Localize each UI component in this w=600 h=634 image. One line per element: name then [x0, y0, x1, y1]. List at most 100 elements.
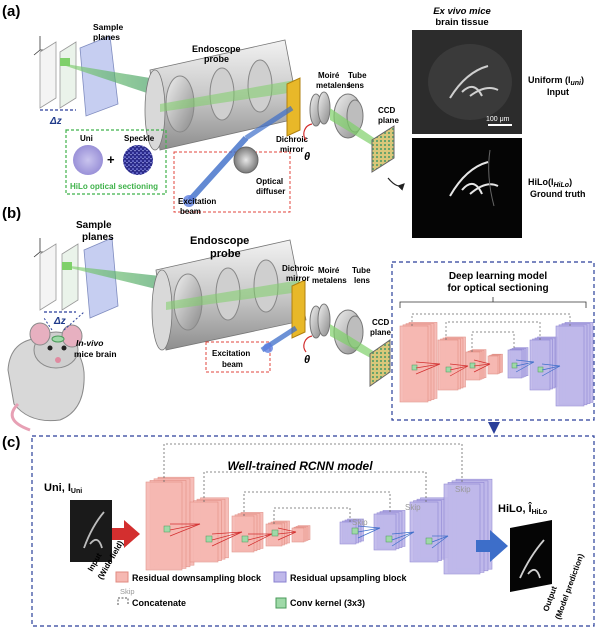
panel-b: (b) Sample planes Δz Endoscope probe Dic…	[2, 205, 595, 434]
dichroic-mirror	[291, 279, 306, 339]
kernel-line	[211, 531, 243, 535]
optical-diffuser	[233, 146, 259, 174]
moire-label-2: metalens	[316, 81, 351, 90]
kernel-line	[515, 359, 535, 363]
input-image	[70, 500, 112, 562]
kernel-line	[391, 531, 415, 541]
dl-title-1: Deep learning model	[449, 271, 548, 282]
kernel-line	[211, 531, 243, 541]
legend-conv-swatch	[275, 597, 287, 609]
endoscope-label-1: Endoscope	[192, 44, 241, 54]
conv-kernel	[537, 366, 544, 373]
hilo-output-label: HiLo, ÎHiLo	[498, 502, 547, 516]
tube-lens	[330, 93, 380, 150]
downsampling-block-2	[189, 497, 229, 563]
dichroic-mirror	[286, 77, 301, 137]
exvivo-title-1: Ex vivo mice	[433, 6, 491, 17]
exvivo-title-2: brain tissue	[435, 17, 488, 28]
conv-kernel	[205, 535, 213, 543]
ccd-label-2: plane	[378, 116, 399, 125]
upsampling-block-8	[409, 497, 449, 563]
hilo-label-2: Ground truth	[530, 189, 586, 199]
sample-planes-label-2: planes	[82, 232, 114, 243]
legend-conv-label: Conv kernel (3x3)	[290, 598, 365, 608]
mini-up-block-7	[555, 322, 594, 407]
ccd-plane	[369, 339, 391, 387]
input-arrow	[112, 520, 140, 548]
kernel-line	[277, 527, 297, 533]
sample-planes-label-1: Sample	[76, 220, 112, 231]
ccd-label-1: CCD	[378, 106, 396, 115]
legend-up-label: Residual upsampling block	[290, 573, 408, 583]
dz-label: Δz	[53, 316, 66, 327]
tube-lens-label-2: lens	[348, 81, 365, 90]
sample-planes-label-1: Sample	[93, 22, 124, 32]
kernel-line	[431, 535, 449, 549]
excitation-beam	[187, 135, 249, 203]
moire-label-2: metalens	[312, 276, 347, 285]
uni-label: Uni	[80, 134, 93, 143]
uni-input-label: Uni, IUni	[44, 482, 82, 495]
hilo-section-box	[65, 129, 167, 195]
kernel-line	[515, 361, 535, 367]
legend: Residual downsampling block Residual ups…	[115, 571, 408, 609]
mini-skip-connection	[471, 331, 515, 352]
endoscope-probe	[151, 239, 307, 351]
output-caption-2: (Model prediction)	[553, 552, 585, 621]
upsampling-block-7	[373, 510, 406, 551]
kernel-line	[431, 535, 449, 543]
skip-connection	[163, 443, 463, 484]
endoscope-label-2: probe	[204, 54, 229, 64]
output-image	[510, 520, 552, 592]
uniform-label-2: Input	[547, 87, 569, 97]
mouse-illustration	[7, 311, 85, 432]
conv-kernel	[511, 362, 518, 369]
legend-skip-label: Skip	[120, 587, 135, 596]
kernel-line	[357, 527, 381, 539]
kernel-line	[415, 361, 441, 365]
kernel-line	[391, 531, 415, 535]
invivo-label-2: mice brain	[74, 349, 117, 359]
kernel-line	[473, 359, 491, 365]
kernel-line	[211, 531, 243, 547]
hilo-label-1: HiLo(IHiLo)	[528, 177, 572, 189]
kernel-line	[449, 365, 469, 371]
dichroic-label-1: Dichroic	[282, 264, 315, 273]
kernel-line	[515, 361, 535, 373]
diffuser-label-1: Optical	[256, 177, 283, 186]
mini-down-block-2	[437, 336, 466, 391]
conv-kernel	[271, 529, 279, 537]
legend-down-swatch	[115, 571, 129, 583]
kernel-line	[541, 365, 561, 377]
mini-skip-connection	[445, 321, 541, 340]
excitation-label-1: Excitation	[212, 349, 250, 358]
scalebar-label: 100 μm	[486, 116, 510, 123]
panel-a-label: (a)	[2, 3, 20, 20]
dichroic-label-2: mirror	[280, 145, 304, 154]
conv-kernel	[241, 535, 249, 543]
kernel-line	[473, 363, 491, 367]
moire-label-1: Moiré	[318, 71, 340, 80]
panel-a: (a) Sample planes Δz Endoscope probe	[2, 3, 586, 238]
kernel-line	[449, 363, 469, 367]
excitation-label-2: beam	[222, 360, 243, 369]
rotation-arrow	[303, 123, 313, 141]
skip-label: Skip	[405, 503, 421, 512]
uniform-label-1: Uniform (Iuni)	[528, 75, 584, 87]
ccd-plane	[371, 125, 395, 173]
downsampling-block-5	[291, 525, 311, 543]
excitation-label-2: beam	[180, 207, 201, 216]
panel-b-label: (b)	[2, 205, 21, 222]
beam	[66, 64, 150, 94]
panel-c-label: (c)	[2, 434, 20, 451]
deep-learning-box	[391, 261, 595, 421]
kernel-line	[473, 363, 491, 373]
conv-kernel	[445, 366, 452, 373]
kernel-line	[449, 365, 469, 377]
excitation-box	[205, 341, 271, 373]
plus-label: +	[107, 152, 115, 167]
dichroic-label-1: Dichroic	[276, 135, 309, 144]
conv-kernel	[469, 362, 476, 369]
mini-network	[399, 313, 594, 407]
legend-down-label: Residual downsampling block	[132, 573, 262, 583]
